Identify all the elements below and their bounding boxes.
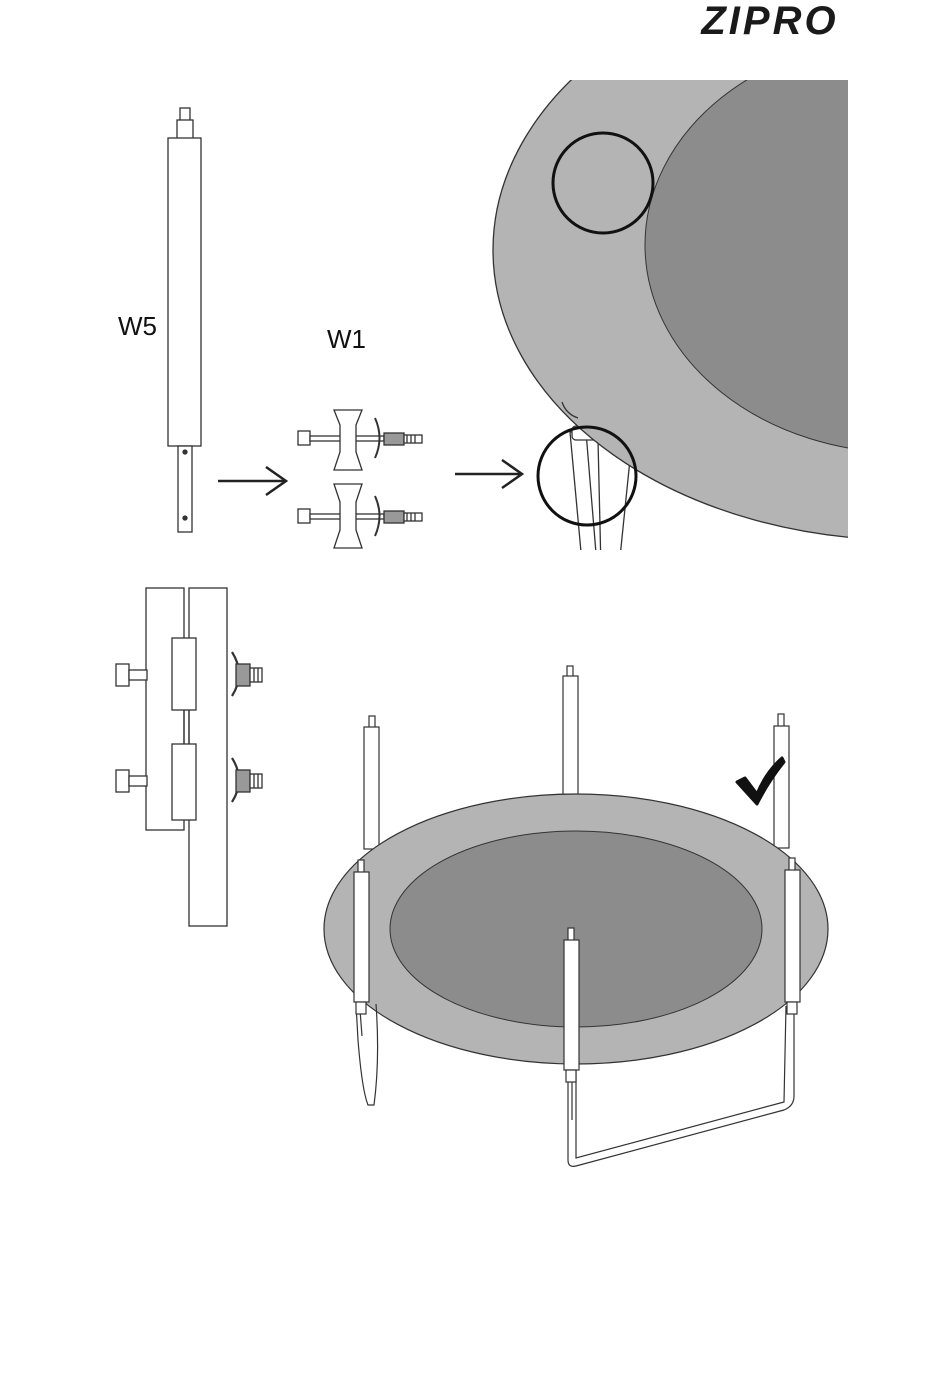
part-label-w1: W1: [327, 324, 366, 354]
leg-tube-w5: [168, 108, 201, 532]
pole-back-center: [563, 666, 578, 798]
trampoline-frame-detail: [493, 0, 950, 658]
pole-front-right: [785, 858, 800, 1014]
bolt-assembly-lower: [298, 484, 422, 548]
arrow-right-icon: [218, 467, 286, 495]
connector-set-w1: [298, 410, 422, 548]
pole-front-left: [354, 860, 369, 1014]
bolt-assembly-upper: [298, 410, 422, 470]
connection-side-view: [116, 588, 262, 926]
pole-back-left: [364, 716, 379, 849]
part-label-w5: W5: [118, 311, 157, 341]
pole-front-center: [564, 928, 579, 1082]
brand-logo: ZIPRO: [700, 0, 838, 43]
arrow-right-icon: [455, 460, 522, 488]
assembled-trampoline: [324, 666, 828, 1166]
pole-back-right: [774, 714, 789, 848]
